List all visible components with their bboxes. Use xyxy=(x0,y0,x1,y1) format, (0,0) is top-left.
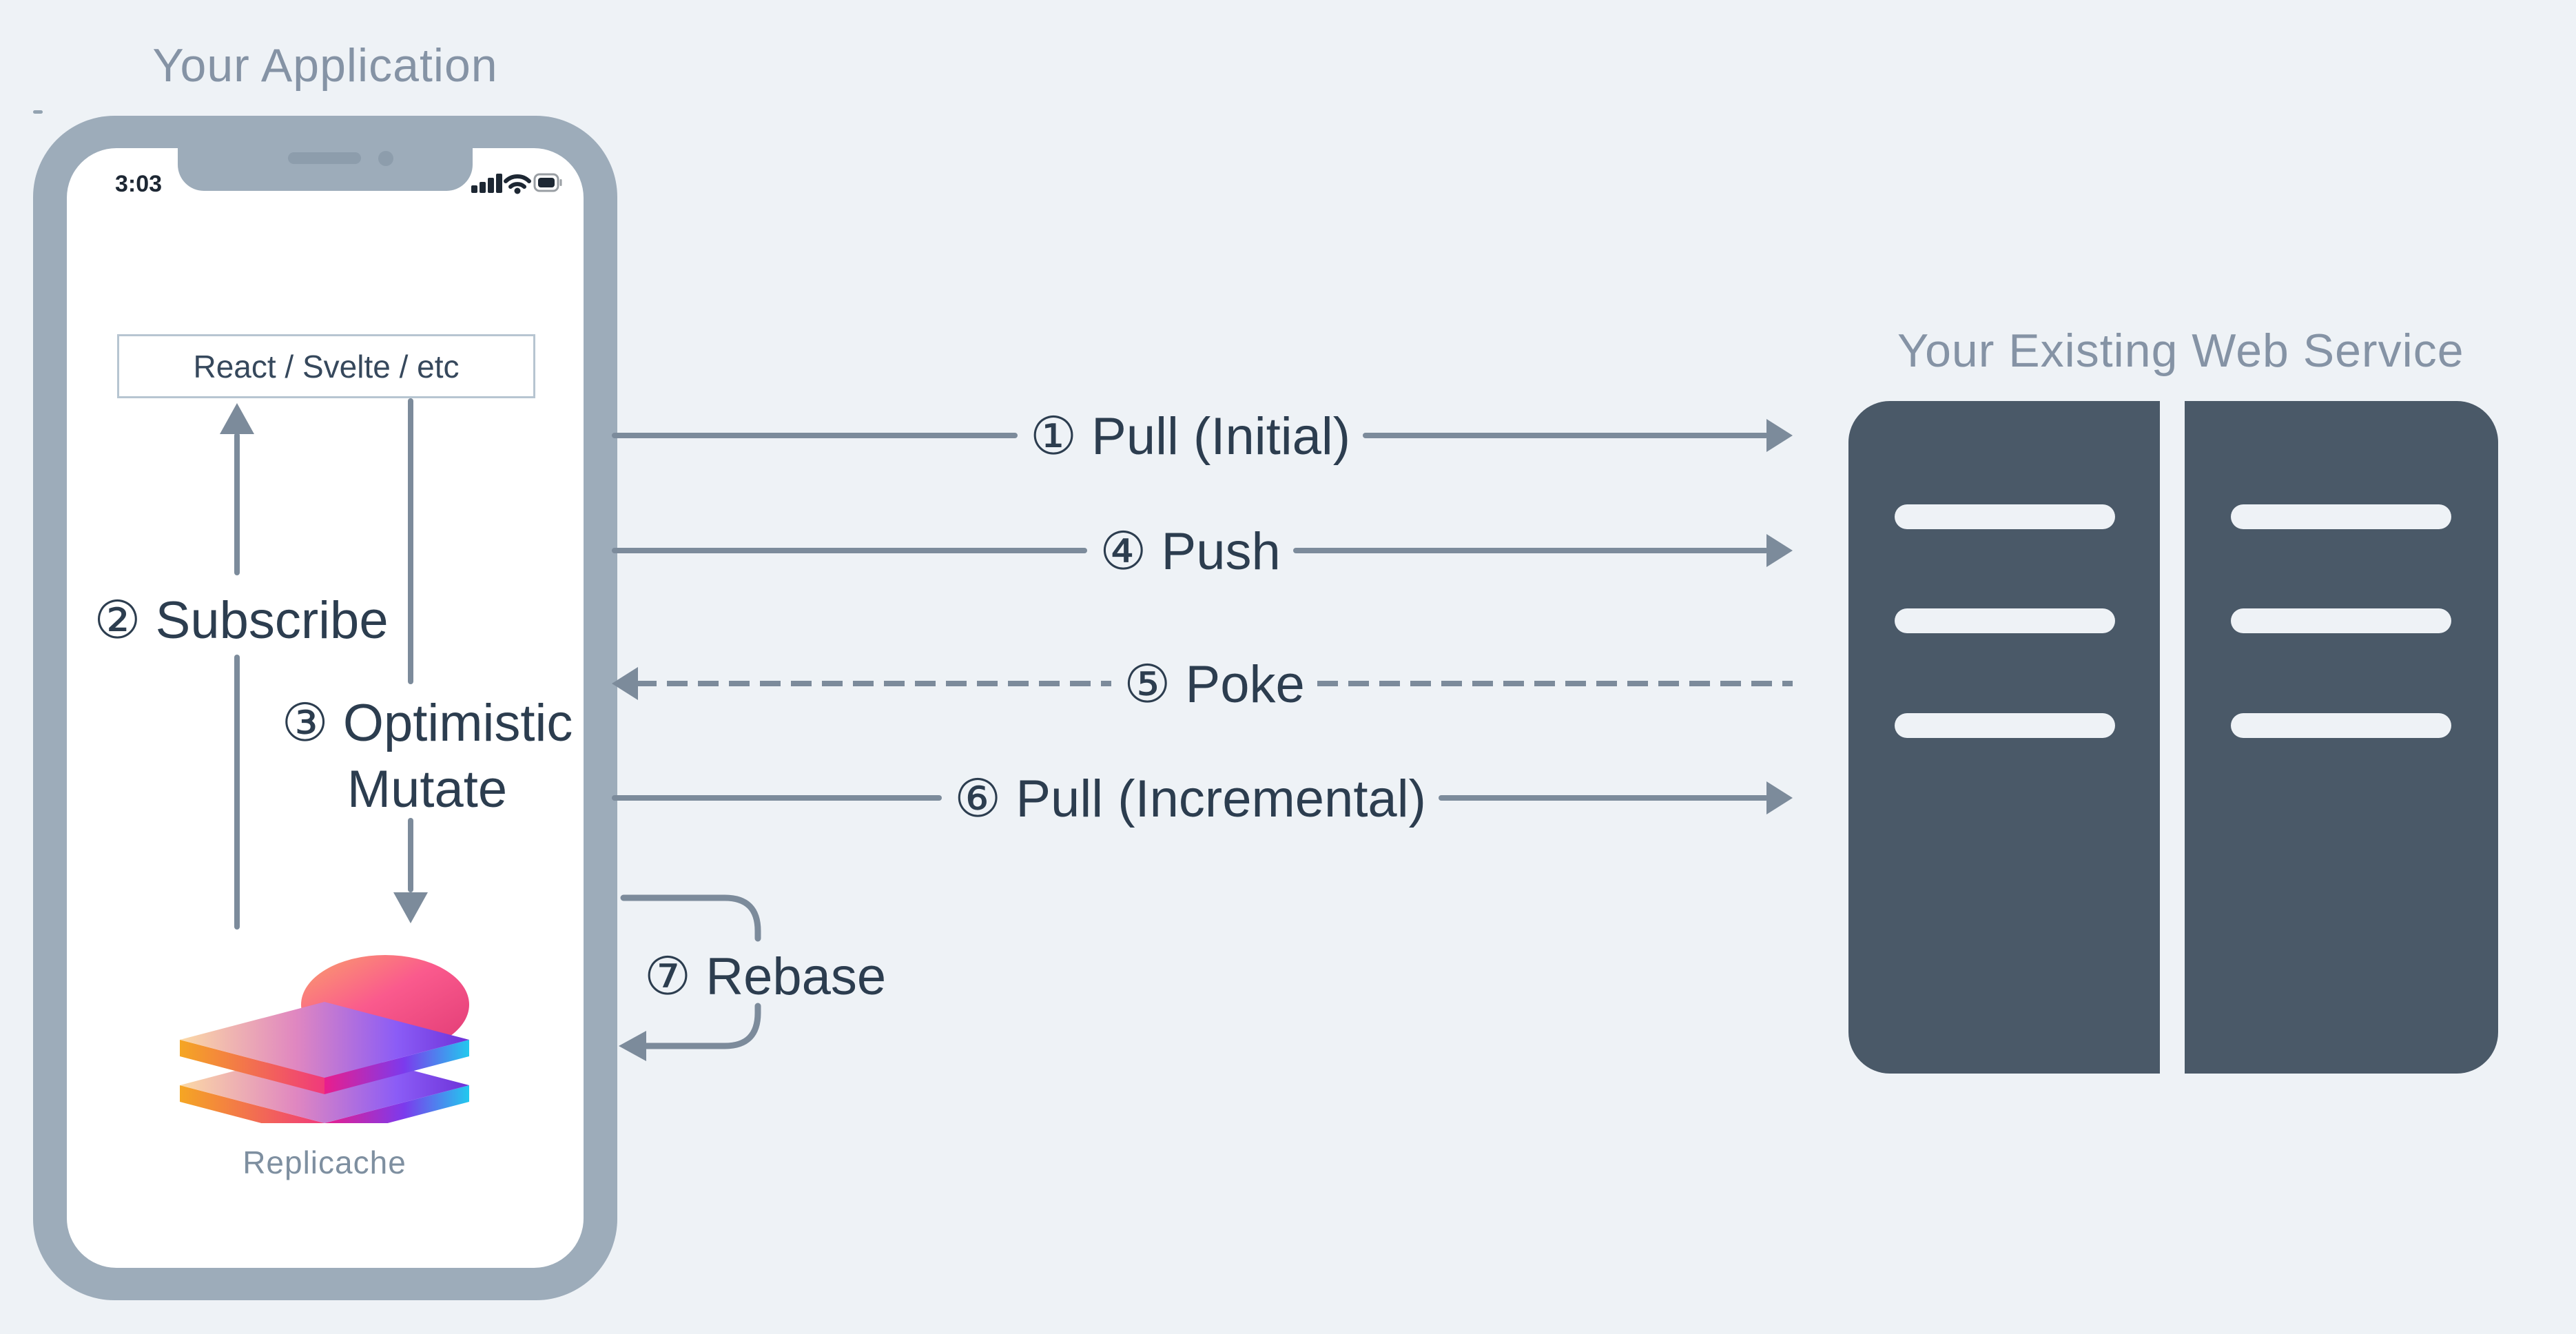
replicache-logo-icon xyxy=(180,955,469,1123)
pull-incremental-label: ⑥ Pull (Incremental) xyxy=(954,769,1426,828)
server-tower-left xyxy=(1848,401,2160,1074)
flow-poke: ⑤ Poke xyxy=(612,646,1793,721)
replicache-label: Replicache xyxy=(243,1145,406,1180)
server-slot xyxy=(2231,713,2451,738)
rebase-loop-arrow xyxy=(619,894,761,1061)
application-title: Your Application xyxy=(152,39,498,92)
left-arrowhead-icon xyxy=(612,667,638,700)
right-arrowhead-icon xyxy=(1766,781,1793,814)
subscribe-arrow-line xyxy=(234,433,240,575)
cellular-signal-icon xyxy=(471,174,502,193)
server-slot xyxy=(1895,713,2115,738)
subscribe-arrow-line xyxy=(234,655,240,930)
status-icons xyxy=(471,173,562,194)
dashed-arrow-line xyxy=(1317,681,1793,686)
wifi-dot xyxy=(514,187,521,194)
mutate-arrow-line xyxy=(408,398,413,684)
arrow-line xyxy=(612,433,1018,438)
arrow-line xyxy=(1363,433,1769,438)
wifi-icon xyxy=(504,174,531,189)
flow-pull-initial: ① Pull (Initial) xyxy=(612,398,1793,473)
right-arrowhead-icon xyxy=(1766,419,1793,452)
poke-label: ⑤ Poke xyxy=(1124,655,1305,714)
flow-pull-incremental: ⑥ Pull (Incremental) xyxy=(612,760,1793,836)
server-tower-right xyxy=(2185,401,2498,1074)
battery-icon xyxy=(533,173,562,192)
phone-frame: 3:03 React / Svelte / etc xyxy=(33,116,617,1300)
framework-box-label: React / Svelte / etc xyxy=(193,348,460,384)
arrow-line xyxy=(1292,548,1769,553)
pull-initial-label: ① Pull (Initial) xyxy=(1029,407,1351,466)
stray-mark xyxy=(33,110,43,114)
rebase-label: ⑦ Rebase xyxy=(644,947,887,1006)
optimistic-mutate-label: ③ Optimistic Mutate xyxy=(281,694,573,819)
framework-box: React / Svelte / etc xyxy=(117,334,535,398)
server-slot xyxy=(2231,608,2451,633)
camera-icon xyxy=(378,151,393,166)
web-service-title: Your Existing Web Service xyxy=(1897,325,2464,377)
right-arrowhead-icon xyxy=(1766,534,1793,567)
arrow-line xyxy=(612,795,942,801)
arrow-line xyxy=(612,548,1088,553)
server-slot xyxy=(2231,504,2451,529)
server-slot xyxy=(1895,504,2115,529)
dashed-arrow-line xyxy=(636,681,1112,686)
left-arrowhead-icon xyxy=(619,1031,646,1061)
server-slot xyxy=(1895,608,2115,633)
mutate-arrow-line xyxy=(408,818,413,892)
subscribe-arrowhead-icon xyxy=(220,403,254,434)
flow-push: ④ Push xyxy=(612,513,1793,588)
arrow-line xyxy=(1438,795,1769,801)
mutate-arrowhead-icon xyxy=(393,892,428,923)
subscribe-label: ② Subscribe xyxy=(94,591,389,650)
push-label: ④ Push xyxy=(1100,522,1281,581)
speaker-icon xyxy=(288,152,361,164)
status-time: 3:03 xyxy=(114,171,163,197)
